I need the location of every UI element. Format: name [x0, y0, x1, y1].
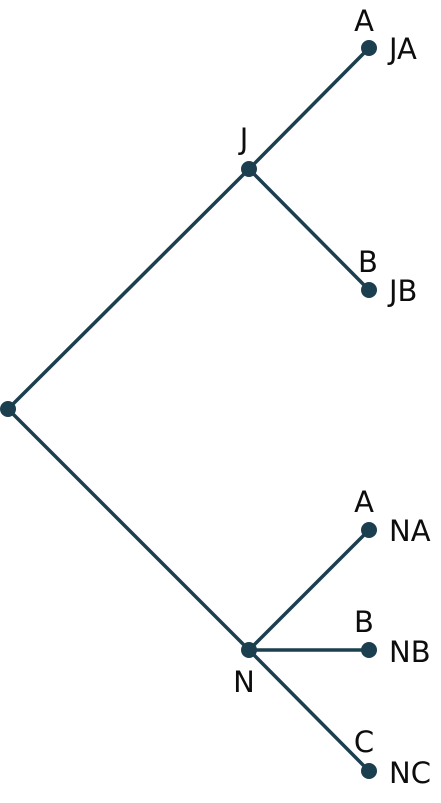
node-jb	[361, 282, 377, 298]
edge-j-ja	[247, 46, 371, 171]
outcome-label-na: NA	[389, 514, 431, 548]
outcome-label-jb: JB	[387, 274, 417, 308]
node-na	[361, 522, 377, 538]
outcome-labels: JA JB NA NB NC	[387, 32, 431, 790]
node-root	[0, 401, 16, 417]
outcome-label-ja: JA	[387, 32, 417, 66]
branch-labels: J N A B A B C	[233, 4, 378, 759]
edge-n-na	[247, 528, 371, 652]
node-j	[241, 161, 257, 177]
edge-j-jb	[247, 167, 371, 292]
node-label-nb: B	[354, 605, 374, 639]
node-n	[241, 642, 257, 658]
node-label-nc: C	[354, 725, 374, 759]
outcome-label-nc: NC	[389, 756, 431, 790]
node-nb	[361, 642, 377, 658]
node-label-jb: B	[358, 245, 378, 279]
outcome-label-nb: NB	[389, 635, 431, 669]
node-label-ja: A	[354, 4, 374, 38]
edge-root-n	[6, 407, 251, 652]
node-ja	[361, 40, 377, 56]
edge-root-j	[6, 167, 251, 411]
tree-nodes	[0, 40, 377, 779]
node-label-na: A	[354, 485, 374, 519]
tree-edges	[6, 46, 371, 773]
edge-n-nc	[247, 648, 371, 773]
node-label-j: J	[238, 122, 249, 156]
node-nc	[361, 763, 377, 779]
node-label-n: N	[233, 665, 255, 699]
